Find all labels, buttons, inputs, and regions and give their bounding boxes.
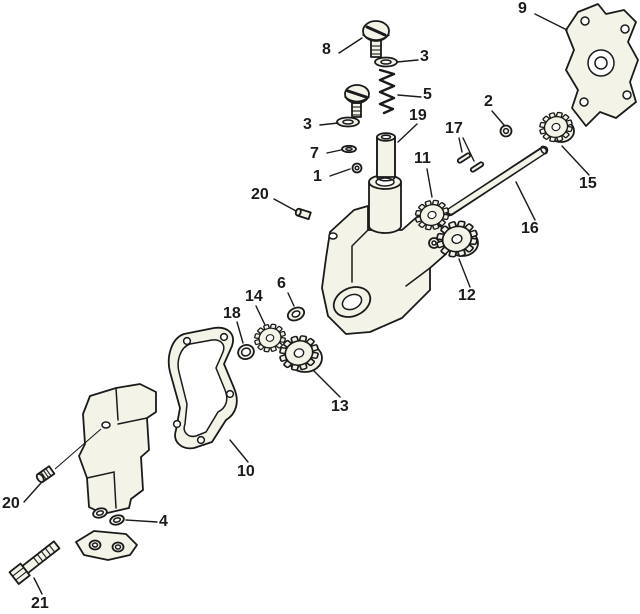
part-seat-7 bbox=[341, 144, 357, 154]
part-label-3-left: 3 bbox=[303, 116, 312, 133]
part-sleeve-19 bbox=[376, 132, 396, 182]
part-washer-6 bbox=[286, 306, 306, 322]
part-label-16: 16 bbox=[521, 220, 539, 237]
part-rings-4 bbox=[92, 507, 125, 526]
part-label-1: 1 bbox=[313, 168, 322, 185]
part-screw-8b bbox=[344, 84, 370, 118]
leader-14 bbox=[255, 305, 266, 326]
leader-18 bbox=[236, 321, 244, 344]
part-label-20-lower: 20 bbox=[2, 495, 20, 512]
part-label-14: 14 bbox=[245, 288, 263, 305]
part-shaft-16 bbox=[445, 145, 549, 217]
part-label-10: 10 bbox=[237, 463, 255, 480]
part-label-12: 12 bbox=[458, 287, 476, 304]
part-label-15: 15 bbox=[579, 175, 597, 192]
part-label-9: 9 bbox=[518, 0, 527, 17]
part-label-11: 11 bbox=[414, 150, 431, 167]
leader-17b bbox=[462, 137, 475, 162]
part-ball-1 bbox=[351, 162, 363, 174]
leader-12 bbox=[458, 258, 471, 288]
part-ring-2 bbox=[499, 124, 513, 138]
leader-13 bbox=[312, 369, 341, 398]
part-plug-20-lower bbox=[35, 428, 102, 484]
part-label-2: 2 bbox=[484, 93, 493, 110]
part-gear-12 bbox=[431, 215, 483, 263]
leader-7 bbox=[326, 149, 342, 154]
leader-20-upper bbox=[273, 198, 297, 212]
part-label-6: 6 bbox=[277, 275, 286, 292]
leader-10 bbox=[229, 439, 249, 463]
part-label-5: 5 bbox=[423, 86, 432, 103]
part-pivot-bracket bbox=[75, 530, 138, 561]
part-pins-17 bbox=[456, 152, 485, 173]
leader-15 bbox=[561, 145, 590, 176]
part-label-13: 13 bbox=[331, 398, 349, 415]
part-label-20-upper: 20 bbox=[251, 186, 269, 203]
leader-1 bbox=[329, 168, 351, 177]
part-pump-cover bbox=[78, 383, 157, 515]
part-plug-20-upper bbox=[294, 207, 312, 221]
leader-5 bbox=[397, 94, 422, 98]
leader-8 bbox=[338, 37, 363, 54]
leader-4 bbox=[125, 519, 158, 523]
leader-3-left bbox=[319, 122, 339, 126]
leader-6 bbox=[287, 292, 295, 307]
leader-9 bbox=[534, 13, 568, 31]
part-label-8: 8 bbox=[322, 41, 331, 58]
part-gasket-10 bbox=[167, 326, 238, 450]
part-bolt-21 bbox=[8, 540, 61, 585]
part-washer-3-upper bbox=[374, 56, 398, 68]
part-gear-13 bbox=[274, 330, 324, 376]
part-gear-15 bbox=[535, 107, 577, 147]
part-ring-18 bbox=[237, 343, 255, 361]
part-label-4: 4 bbox=[159, 513, 168, 530]
part-label-18: 18 bbox=[223, 305, 241, 322]
part-washer-3-left bbox=[336, 116, 360, 128]
part-mounting-plate-9 bbox=[565, 3, 639, 127]
leader-3-upper bbox=[396, 59, 419, 63]
leader-11 bbox=[426, 168, 433, 198]
part-label-7: 7 bbox=[310, 145, 319, 162]
part-label-19: 19 bbox=[409, 107, 427, 124]
part-screw-8 bbox=[362, 20, 390, 58]
part-label-3-upper: 3 bbox=[420, 48, 429, 65]
part-label-17: 17 bbox=[445, 120, 463, 137]
part-pump-housing bbox=[321, 174, 447, 335]
leader-20-lower bbox=[23, 482, 42, 503]
leader-19 bbox=[397, 123, 418, 143]
leader-16 bbox=[515, 181, 536, 221]
part-spring-5 bbox=[378, 68, 396, 115]
part-label-21: 21 bbox=[31, 595, 49, 612]
leader-lines bbox=[23, 13, 590, 595]
leader-2 bbox=[491, 110, 505, 126]
leader-21 bbox=[33, 577, 43, 595]
leader-17a bbox=[458, 137, 463, 153]
